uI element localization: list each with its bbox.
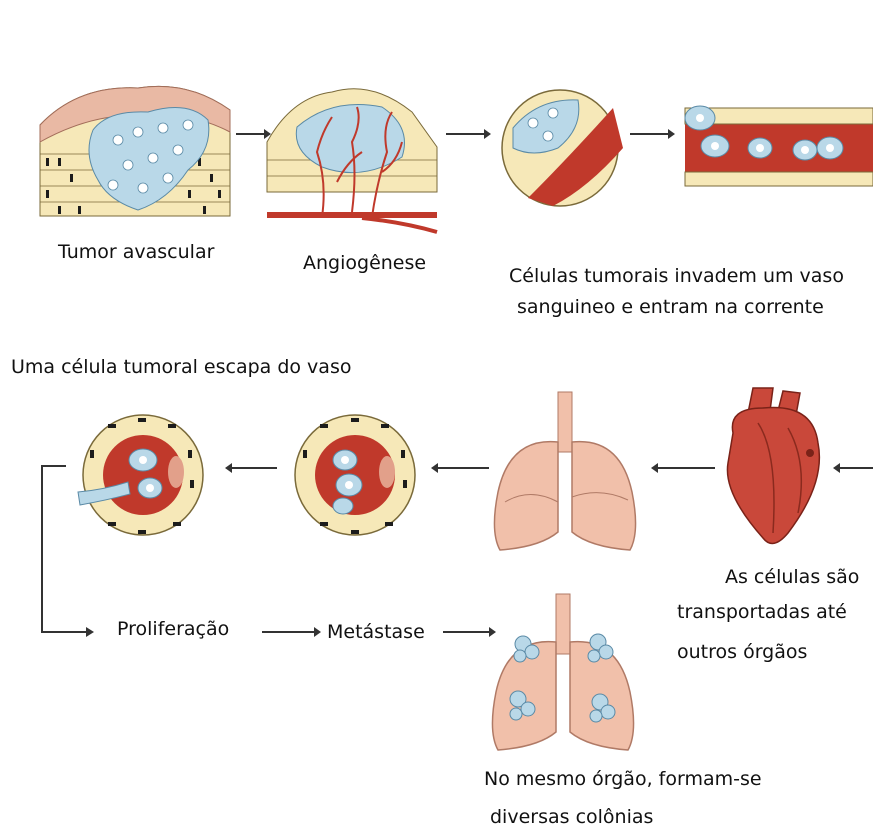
- invasion-label-line-2: sanguineo e entram na corrente: [517, 296, 824, 318]
- arrow-icon: [262, 626, 322, 638]
- arrow-icon: [430, 462, 490, 474]
- vessel-cross-section-illustration: [285, 410, 425, 540]
- transport-label-line-3: outros órgãos: [677, 641, 807, 663]
- angiogenesis-illustration: [262, 72, 442, 232]
- arrow-icon: [630, 128, 676, 140]
- avascular-tumor-label: Tumor avascular: [58, 241, 214, 263]
- angiogenesis-label: Angiogênese: [303, 252, 426, 274]
- proliferation-label: Proliferação: [117, 618, 229, 640]
- lungs-illustration: [490, 392, 640, 554]
- colonies-label-line-2: diversas colônias: [490, 806, 653, 828]
- arrow-icon: [224, 462, 278, 474]
- arrow-icon: [446, 128, 492, 140]
- escape-label: Uma célula tumoral escapa do vaso: [11, 356, 351, 378]
- arrow-icon: [832, 462, 873, 474]
- transport-label-line-1: As células são: [725, 566, 859, 588]
- invasion-label-line-1: Células tumorais invadem um vaso: [509, 265, 844, 287]
- transport-label-line-2: transportadas até: [677, 601, 847, 623]
- vessel-invasion-illustration: [498, 88, 628, 208]
- arrow-icon: [650, 462, 716, 474]
- connector-arrow-icon: [36, 464, 96, 640]
- heart-illustration: [718, 383, 828, 553]
- metastasis-label: Metástase: [327, 621, 425, 643]
- avascular-tumor-illustration: [38, 70, 238, 220]
- lungs-with-colonies-illustration: [488, 594, 638, 754]
- bloodstream-vessel-illustration: [680, 96, 873, 188]
- colonies-label-line-1: No mesmo órgão, formam-se: [484, 768, 762, 790]
- arrow-icon: [236, 128, 272, 140]
